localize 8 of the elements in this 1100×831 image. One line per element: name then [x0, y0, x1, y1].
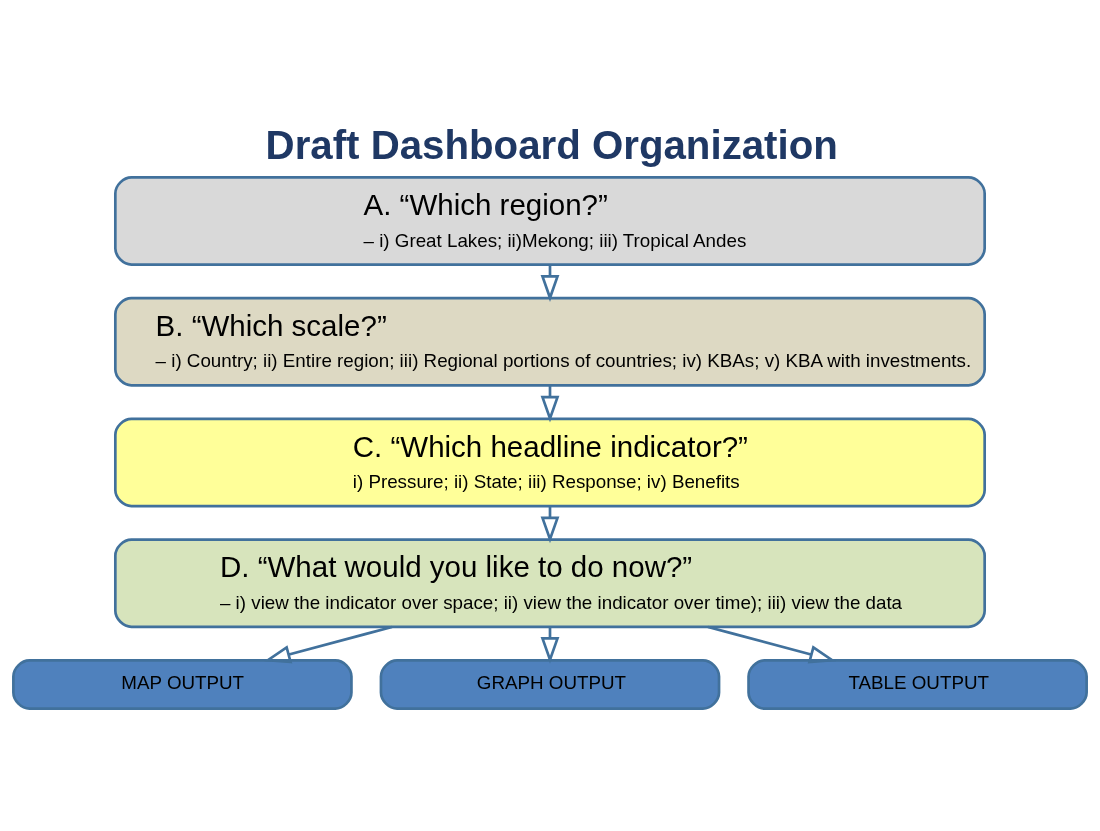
node-box: B. “Which scale?” – i) Country; ii) Entire region; iii) Regional portions of countries; iv) KBAs; v) KBA with investments.: [114, 296, 986, 387]
diagram-title: Draft Dashboard Organization: [265, 122, 838, 168]
node-box: A. “Which region?” – i) Great Lakes; ii)Mekong; iii) Tropical Andes: [114, 176, 986, 266]
node-box: TABLE OUTPUT: [747, 659, 1088, 710]
node-box: C. “Which headline indicator?” i) Pressure; ii) State; iii) Response; iv) Benefits: [114, 417, 986, 508]
node-box: D. “What would you like to do now?” – i) view the indicator over space; ii) view the indicator over time); iii) view the data: [114, 538, 986, 629]
node-box: GRAPH OUTPUT: [379, 659, 721, 710]
node-box: MAP OUTPUT: [12, 659, 353, 710]
